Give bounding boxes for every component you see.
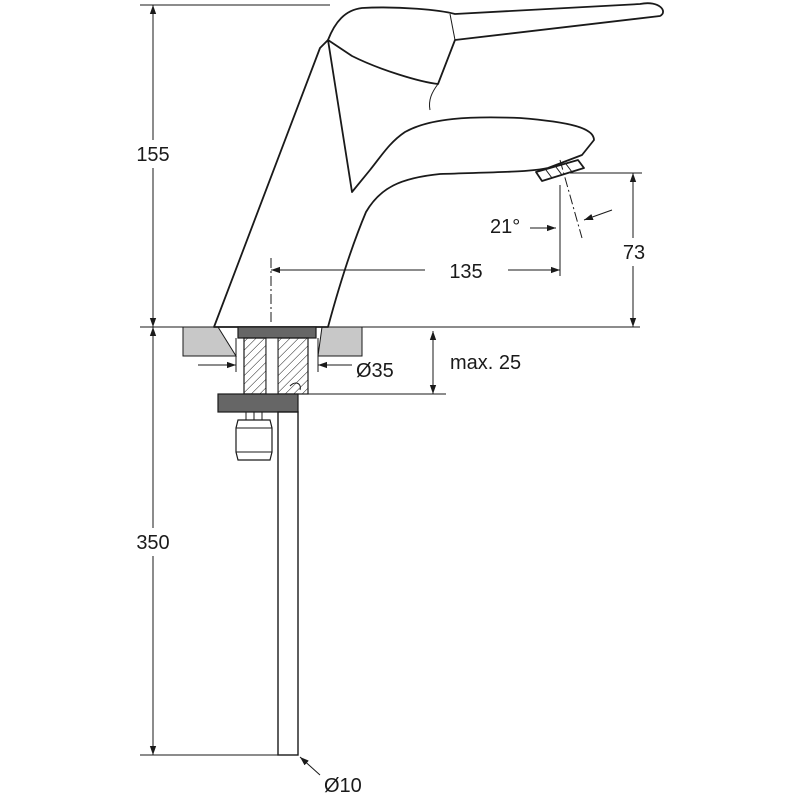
dim-155-label: 155: [136, 144, 169, 166]
dim-73-label: 73: [623, 242, 645, 264]
dim-hole-diameter-label: Ø35: [356, 360, 394, 382]
dim-135-label: 135: [449, 261, 482, 283]
spout-axis: [559, 159, 583, 239]
mounting-assembly: [217, 326, 317, 756]
faucet-body: [213, 2, 664, 328]
dimension-lines: [140, 4, 642, 776]
dim-max-thickness-label: max. 25: [450, 352, 521, 374]
countertop: [140, 326, 640, 357]
dim-350-label: 350: [136, 532, 169, 554]
dim-hose-diameter-label: Ø10: [324, 775, 362, 797]
dim-angle-label: 21°: [490, 216, 520, 238]
